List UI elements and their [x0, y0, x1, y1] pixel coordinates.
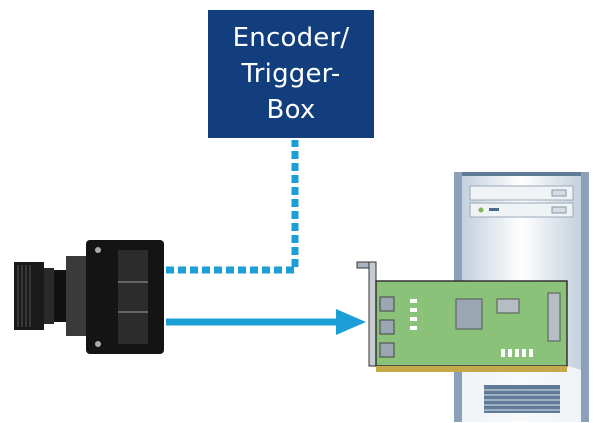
encoder-box-line-1: Encoder/	[232, 23, 350, 53]
encoder-box-line-2: Trigger-	[241, 59, 341, 89]
camera-icon	[14, 240, 164, 354]
frame-grabber-card-icon	[356, 261, 568, 372]
encoder-trigger-box: Encoder/ Trigger- Box	[208, 10, 374, 138]
trigger-dashed-line	[166, 140, 299, 274]
encoder-box-line-3: Box	[266, 95, 316, 125]
data-arrow	[166, 309, 366, 335]
